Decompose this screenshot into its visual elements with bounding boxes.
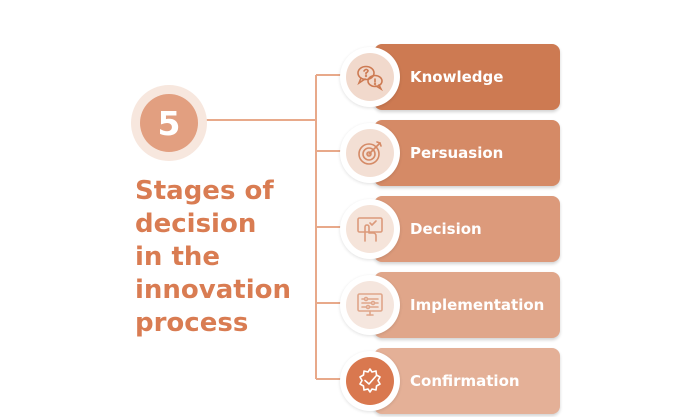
- stage-icon-ring: [340, 199, 400, 259]
- title-line: decision: [135, 209, 257, 239]
- sliders-monitor-icon: [346, 281, 394, 329]
- stage-box: Persuasion: [374, 120, 560, 186]
- stage-icon-ring: [340, 47, 400, 107]
- stage-implementation: Implementation: [340, 272, 562, 338]
- title-line: innovation: [135, 275, 291, 305]
- stage-decision: Decision: [340, 196, 562, 262]
- stage-icon-ring: [340, 123, 400, 183]
- stage-label: Knowledge: [410, 68, 504, 86]
- stage-persuasion: Persuasion: [340, 120, 562, 186]
- stage-box: Decision: [374, 196, 560, 262]
- hand-touch-icon: [346, 205, 394, 253]
- stage-box: Implementation: [374, 272, 560, 338]
- stage-icon-ring: [340, 351, 400, 411]
- stage-label: Persuasion: [410, 144, 504, 162]
- stage-confirmation: Confirmation: [340, 348, 562, 414]
- speech-bubbles-icon: [346, 53, 394, 101]
- stage-box: Knowledge: [374, 44, 560, 110]
- title-line: in the: [135, 242, 221, 272]
- diagram-title: Stages of decision in the innovation pro…: [135, 175, 305, 340]
- title-line: Stages of: [135, 176, 274, 206]
- stage-label: Confirmation: [410, 372, 520, 390]
- stage-icon-ring: [340, 275, 400, 335]
- stage-label: Implementation: [410, 296, 545, 314]
- target-icon: [346, 129, 394, 177]
- stage-label: Decision: [410, 220, 482, 238]
- stage-box: Confirmation: [374, 348, 560, 414]
- stage-count-number: 5: [140, 94, 198, 152]
- gear-check-icon: [346, 357, 394, 405]
- stage-knowledge: Knowledge: [340, 44, 562, 110]
- title-line: process: [135, 308, 249, 338]
- stage-count-badge: 5: [131, 85, 207, 161]
